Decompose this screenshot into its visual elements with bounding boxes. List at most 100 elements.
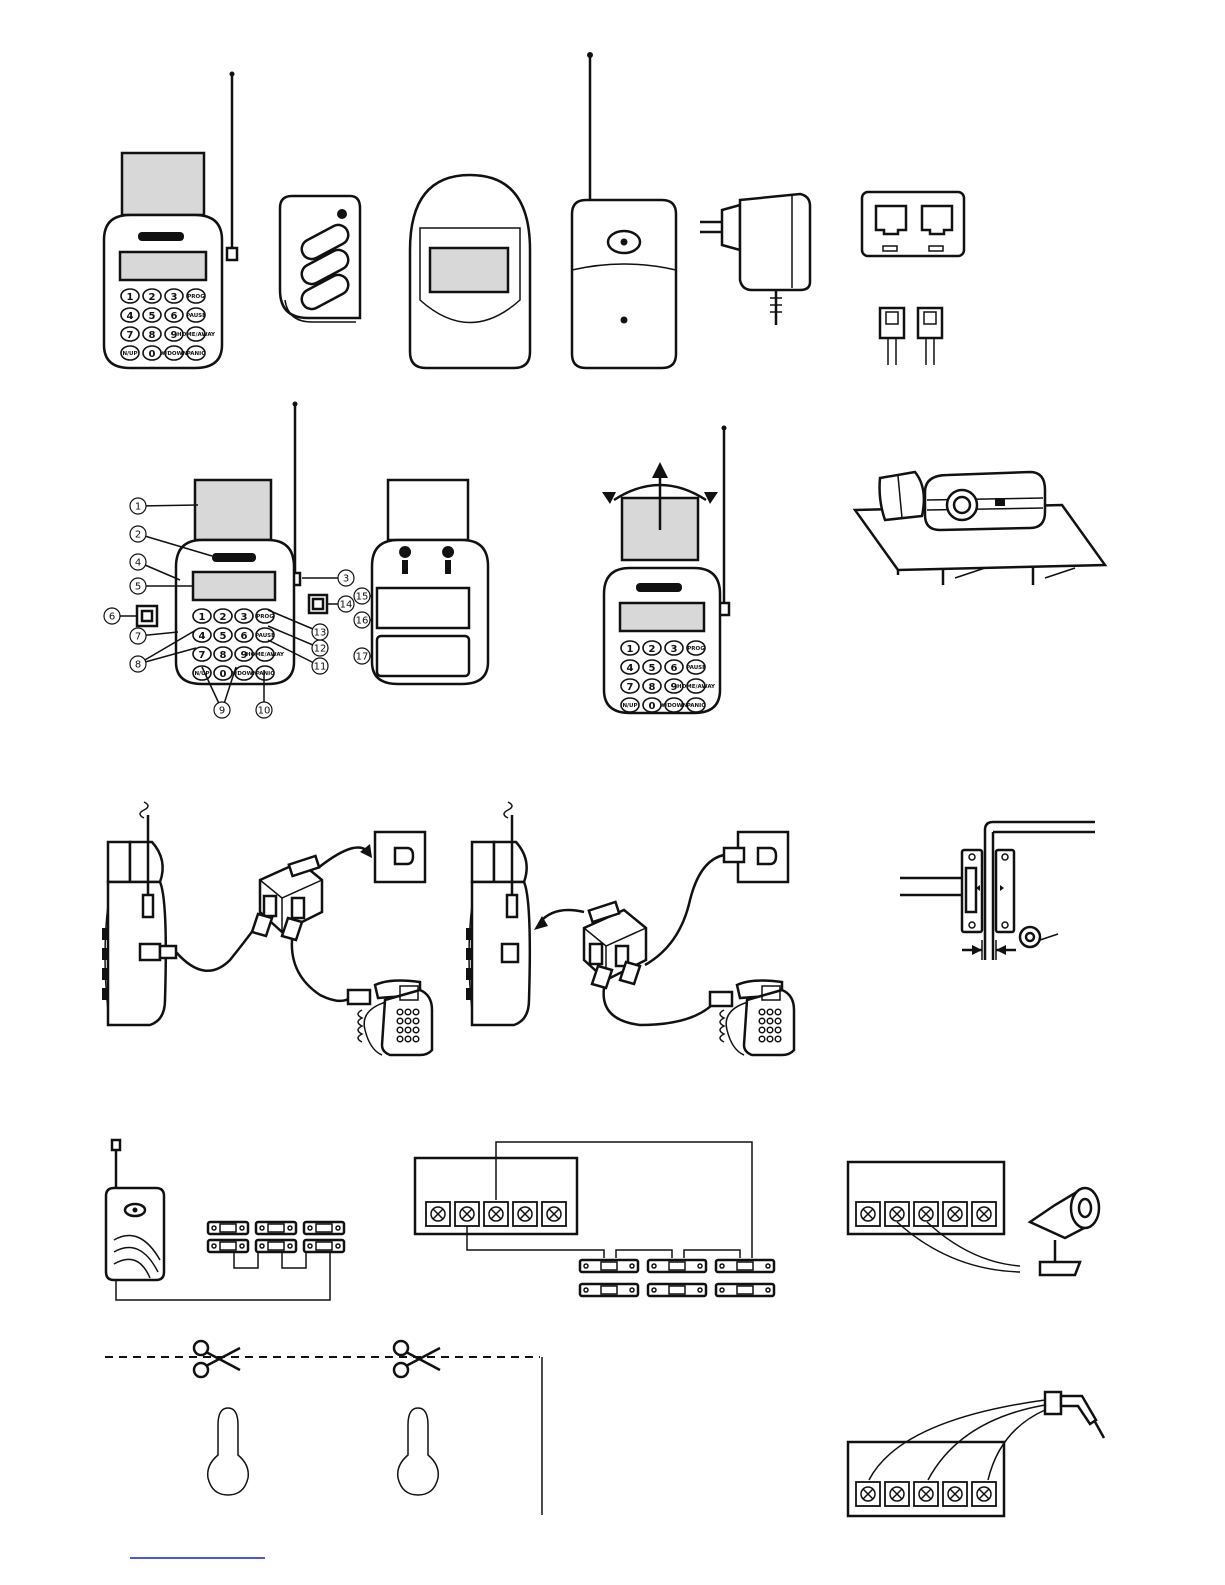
- key-label: 2: [649, 644, 656, 655]
- key-7: 7: [621, 679, 639, 693]
- key-label: PANIC: [187, 351, 205, 357]
- key-n-up: N/UP: [121, 346, 139, 360]
- callout-9: 9: [214, 702, 230, 718]
- key-5: 5: [643, 660, 661, 674]
- terminal-screw: [856, 1482, 880, 1506]
- phone-line-splitter: [862, 192, 964, 365]
- key-6: 6: [665, 660, 683, 674]
- key-label: #/DOWN: [661, 703, 688, 709]
- callout-label: 14: [340, 600, 353, 611]
- door-sensor-mounting: [900, 822, 1095, 960]
- callout-label: 13: [314, 628, 327, 639]
- key-label: 6: [671, 663, 678, 674]
- wired-sensors-to-panel-terminals: [415, 1142, 774, 1296]
- key-7: 7: [121, 327, 139, 341]
- key-label: 5: [649, 663, 656, 674]
- terminal-screw: [943, 1482, 967, 1506]
- callout-label: 10: [258, 706, 271, 717]
- key-label: 2: [220, 612, 227, 623]
- key-5: 5: [214, 628, 232, 642]
- key-label: N/UP: [194, 671, 209, 677]
- callout-17: 17: [354, 648, 370, 664]
- wiring-phone-via-panel: [102, 802, 432, 1055]
- callout-8: 8: [130, 656, 146, 672]
- callout-2: 2: [130, 526, 146, 542]
- key-label: 8: [220, 650, 227, 661]
- terminal-block: [426, 1202, 566, 1226]
- key-panic: PANIC: [687, 698, 705, 712]
- key-label: HOME/AWAY: [677, 684, 716, 690]
- key-label: HOME/AWAY: [246, 652, 285, 658]
- key-label: 2: [149, 292, 156, 303]
- key-label: 5: [220, 631, 227, 642]
- key-0: 0: [643, 698, 661, 712]
- key-4: 4: [621, 660, 639, 674]
- terminal-screw: [972, 1202, 996, 1226]
- key-label: 7: [627, 682, 634, 693]
- key-label: 1: [199, 612, 206, 623]
- callout-label: 8: [135, 660, 141, 671]
- key-6: 6: [165, 308, 183, 322]
- key-label: 6: [171, 311, 178, 322]
- panel-tilt-display: 123PROG456PAUSE789HOME/AWAYN/UP0#/DOWNPA…: [602, 426, 729, 714]
- key-label: 5: [149, 311, 156, 322]
- callout-15: 15: [354, 588, 370, 604]
- key-panic: PANIC: [256, 666, 274, 680]
- callout-label: 11: [314, 662, 327, 673]
- callout-label: 2: [135, 530, 141, 541]
- key-n-up: N/UP: [621, 698, 639, 712]
- terminal-screw: [914, 1482, 938, 1506]
- power-adapter: [700, 194, 810, 325]
- key-label: 4: [127, 311, 134, 322]
- panel-rear-view: [372, 480, 488, 684]
- terminal-screw: [484, 1202, 508, 1226]
- door-sensor-transmitter: [572, 52, 676, 368]
- remote-keyfob: [280, 196, 360, 322]
- callout-7: 7: [130, 628, 146, 644]
- key-label: PANIC: [256, 671, 274, 677]
- key-label: #/DOWN: [161, 351, 188, 357]
- key-panic: PANIC: [187, 346, 205, 360]
- key-label: 0: [649, 701, 656, 712]
- key-label: 7: [199, 650, 206, 661]
- key-7: 7: [193, 647, 211, 661]
- key-label: 0: [220, 669, 227, 680]
- callout-label: 17: [356, 652, 369, 663]
- key-pause: PAUSE: [186, 308, 206, 322]
- callout-4: 4: [130, 554, 146, 570]
- callout-12: 12: [312, 640, 328, 656]
- callout-13: 13: [312, 624, 328, 640]
- terminal-screw: [542, 1202, 566, 1226]
- key-label: 1: [127, 292, 134, 303]
- key-label: 0: [149, 349, 156, 360]
- key-label: N/UP: [122, 351, 137, 357]
- key-label: PAUSE: [186, 313, 206, 319]
- terminal-screw: [885, 1482, 909, 1506]
- callout-16: 16: [354, 612, 370, 628]
- key-prog: PROG: [687, 641, 705, 655]
- key-5: 5: [143, 308, 161, 322]
- callout-11: 11: [312, 658, 328, 674]
- terminal-screw: [972, 1482, 996, 1506]
- key-3: 3: [165, 289, 183, 303]
- scissors-icon: [394, 1341, 440, 1377]
- key-label: 4: [627, 663, 634, 674]
- key-8: 8: [214, 647, 232, 661]
- key-label: PROG: [256, 614, 274, 620]
- key-2: 2: [214, 609, 232, 623]
- wiring-phone-via-splitter: [466, 802, 794, 1055]
- pir-motion-detector: [410, 175, 530, 368]
- callout-label: 12: [314, 644, 327, 655]
- callout-6: 6: [104, 608, 120, 624]
- key-label: PANIC: [687, 703, 705, 709]
- terminal-screw: [943, 1202, 967, 1226]
- callout-label: 15: [356, 592, 369, 603]
- terminal-block: [856, 1202, 996, 1226]
- key-0: 0: [143, 346, 161, 360]
- key-pause: PAUSE: [255, 628, 275, 642]
- key-label: PROG: [687, 646, 705, 652]
- magnetic-contacts: [208, 1222, 344, 1252]
